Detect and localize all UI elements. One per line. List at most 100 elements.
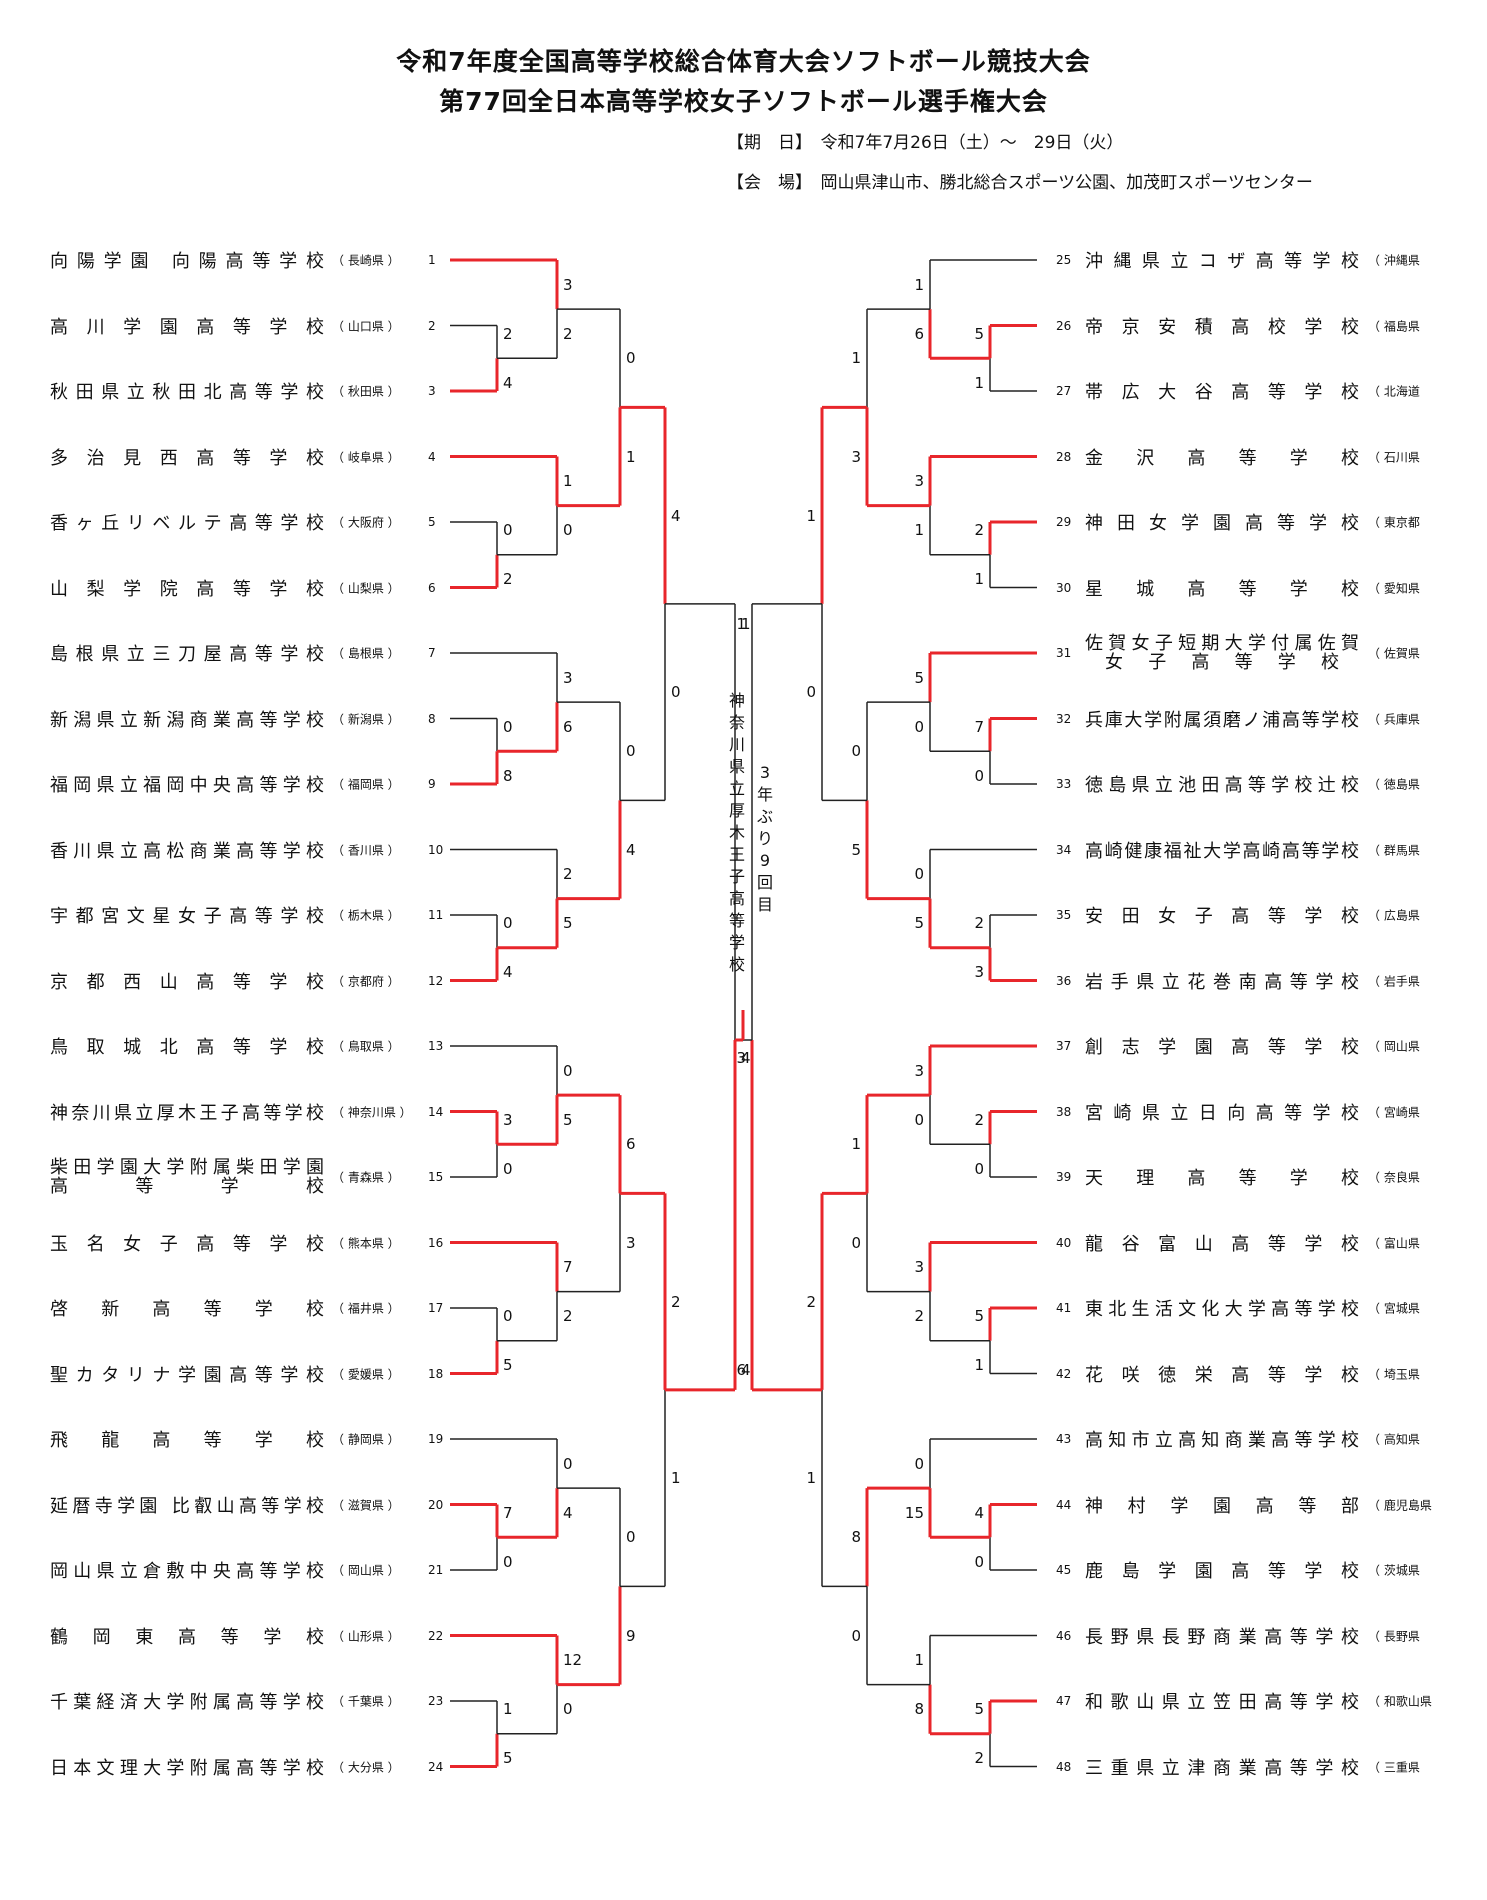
prefecture: 高知県	[1383, 1432, 1420, 1447]
seed-number: 18	[428, 1366, 444, 1381]
team-name: 神田女学園高等学校	[1085, 513, 1360, 534]
seed-number: 4	[428, 449, 436, 464]
prefecture-label: （ 東京都	[1368, 515, 1420, 530]
prefecture-label: （ 福岡県 ）	[332, 777, 400, 792]
prefecture-label: （ 滋賀県 ）	[332, 1498, 400, 1512]
prefecture-label: （ 千葉県 ）	[332, 1694, 400, 1709]
prefecture-label: （ 広島県	[1368, 908, 1420, 923]
seed-number: 27	[1056, 384, 1072, 398]
team-name-line1: 柴田学園大学附属柴田学園	[50, 1157, 325, 1178]
prefecture: 岩手県	[1383, 974, 1420, 988]
match-score: 7	[503, 1503, 513, 1522]
team-name: 玉名女子高等学校	[50, 1233, 325, 1255]
seed-number: 26	[1056, 318, 1072, 333]
prefecture-label: （ 新潟県 ）	[332, 712, 400, 726]
prefecture: 三重県	[1383, 1760, 1420, 1774]
seed-number: 12	[428, 973, 444, 988]
seed-number: 1	[428, 253, 436, 267]
prefecture: 滋賀県	[347, 1498, 384, 1512]
prefecture-label: （ 奈良県	[1368, 1170, 1420, 1185]
prefecture: 奈良県	[1383, 1170, 1420, 1185]
match-score: 4	[974, 1503, 984, 1522]
team-name: 高川学園高等学校	[50, 316, 325, 338]
match-score: 2	[974, 1749, 984, 1768]
seed-number: 33	[1056, 777, 1072, 791]
match-score: 0	[626, 742, 636, 761]
match-score: 0	[914, 1454, 924, 1473]
team-name-line2: 高等学校	[50, 1176, 325, 1197]
match-score: 0	[851, 1626, 861, 1645]
prefecture: 兵庫県	[1383, 712, 1420, 726]
team-name: 山梨学院高等学校	[50, 578, 325, 600]
prefecture: 静岡県	[347, 1432, 384, 1447]
seed-number: 25	[1056, 253, 1072, 267]
match-score: 9	[626, 1626, 636, 1645]
prefecture-label: （ 山梨県 ）	[332, 581, 400, 595]
match-score: 1	[503, 1700, 513, 1719]
match-score: 2	[974, 521, 984, 540]
match-score: 8	[914, 1700, 924, 1719]
match-score: 5	[851, 840, 861, 859]
prefecture: 茨城県	[1383, 1563, 1420, 1578]
seed-number: 46	[1056, 1628, 1072, 1643]
date-value: 令和7年7月26日（土）～ 29日（火）	[820, 133, 1124, 153]
match-score: 1	[626, 447, 636, 466]
match-score: 8	[503, 766, 513, 785]
prefecture-label: （ 大阪府 ）	[332, 515, 400, 530]
prefecture-label: （ 沖縄県	[1368, 253, 1420, 268]
seed-number: 30	[1056, 580, 1072, 595]
prefecture-label: （ 茨城県	[1368, 1563, 1420, 1578]
seed-number: 19	[428, 1432, 444, 1446]
match-score: 0	[503, 521, 513, 540]
match-score: 1	[974, 1356, 984, 1375]
match-score: 0	[626, 1528, 636, 1547]
team-name: 帯広大谷高等学校	[1085, 382, 1360, 403]
seed-number: 39	[1056, 1170, 1072, 1184]
seed-number: 22	[428, 1628, 444, 1643]
prefecture-label: （ 長野県	[1368, 1629, 1420, 1643]
prefecture-label: （ 神奈川県 ）	[332, 1105, 412, 1119]
prefecture: 岡山県	[1383, 1039, 1420, 1054]
match-score: 2	[974, 1110, 984, 1129]
match-score: 0	[671, 683, 681, 702]
seed-number: 48	[1056, 1759, 1072, 1774]
match-score: 6	[914, 324, 924, 343]
match-score: 7	[974, 717, 984, 736]
prefecture: 長野県	[1383, 1629, 1420, 1643]
prefecture-label: （ 愛媛県 ）	[332, 1367, 400, 1381]
match-score: 8	[851, 1528, 861, 1547]
match-score: 5	[503, 1749, 513, 1768]
match-score: 3	[503, 1110, 513, 1129]
match-score: 5	[974, 1700, 984, 1719]
prefecture-label: （ 香川県 ）	[332, 843, 400, 857]
match-score: 4	[741, 1360, 751, 1379]
team-name: 神村学園高等部	[1085, 1495, 1360, 1517]
seed-number: 7	[428, 646, 436, 660]
prefecture: 福岡県	[347, 777, 384, 792]
team-name: 宇都宮文星女子高等学校	[50, 906, 325, 927]
match-score: 3	[563, 275, 573, 294]
team-name: 金沢高等学校	[1085, 447, 1360, 469]
match-score: 5	[974, 1307, 984, 1326]
match-score: 3	[974, 963, 984, 982]
seed-number: 44	[1056, 1497, 1072, 1512]
prefecture-label: （ 福島県	[1368, 319, 1420, 333]
prefecture: 福井県	[347, 1301, 384, 1316]
seed-number: 20	[428, 1497, 444, 1512]
match-score: 3	[914, 1258, 924, 1277]
prefecture-label: （ 鹿児島県	[1368, 1498, 1432, 1512]
match-score: 5	[563, 914, 573, 933]
seed-number: 32	[1056, 711, 1072, 726]
team-name: 新潟県立新潟商業高等学校	[50, 709, 325, 731]
prefecture: 埼玉県	[1383, 1367, 1420, 1381]
team-name: 鳥取城北高等学校	[50, 1037, 325, 1058]
prefecture-label: （ 熊本県 ）	[332, 1236, 400, 1250]
match-score: 1	[806, 506, 816, 525]
prefecture: 岡山県	[347, 1563, 384, 1578]
seed-number: 35	[1056, 908, 1072, 922]
date-label: 【期 日】	[727, 133, 804, 153]
match-score: 5	[914, 914, 924, 933]
match-score: 5	[974, 324, 984, 343]
seed-number: 34	[1056, 842, 1072, 857]
prefecture: 石川県	[1383, 450, 1420, 464]
